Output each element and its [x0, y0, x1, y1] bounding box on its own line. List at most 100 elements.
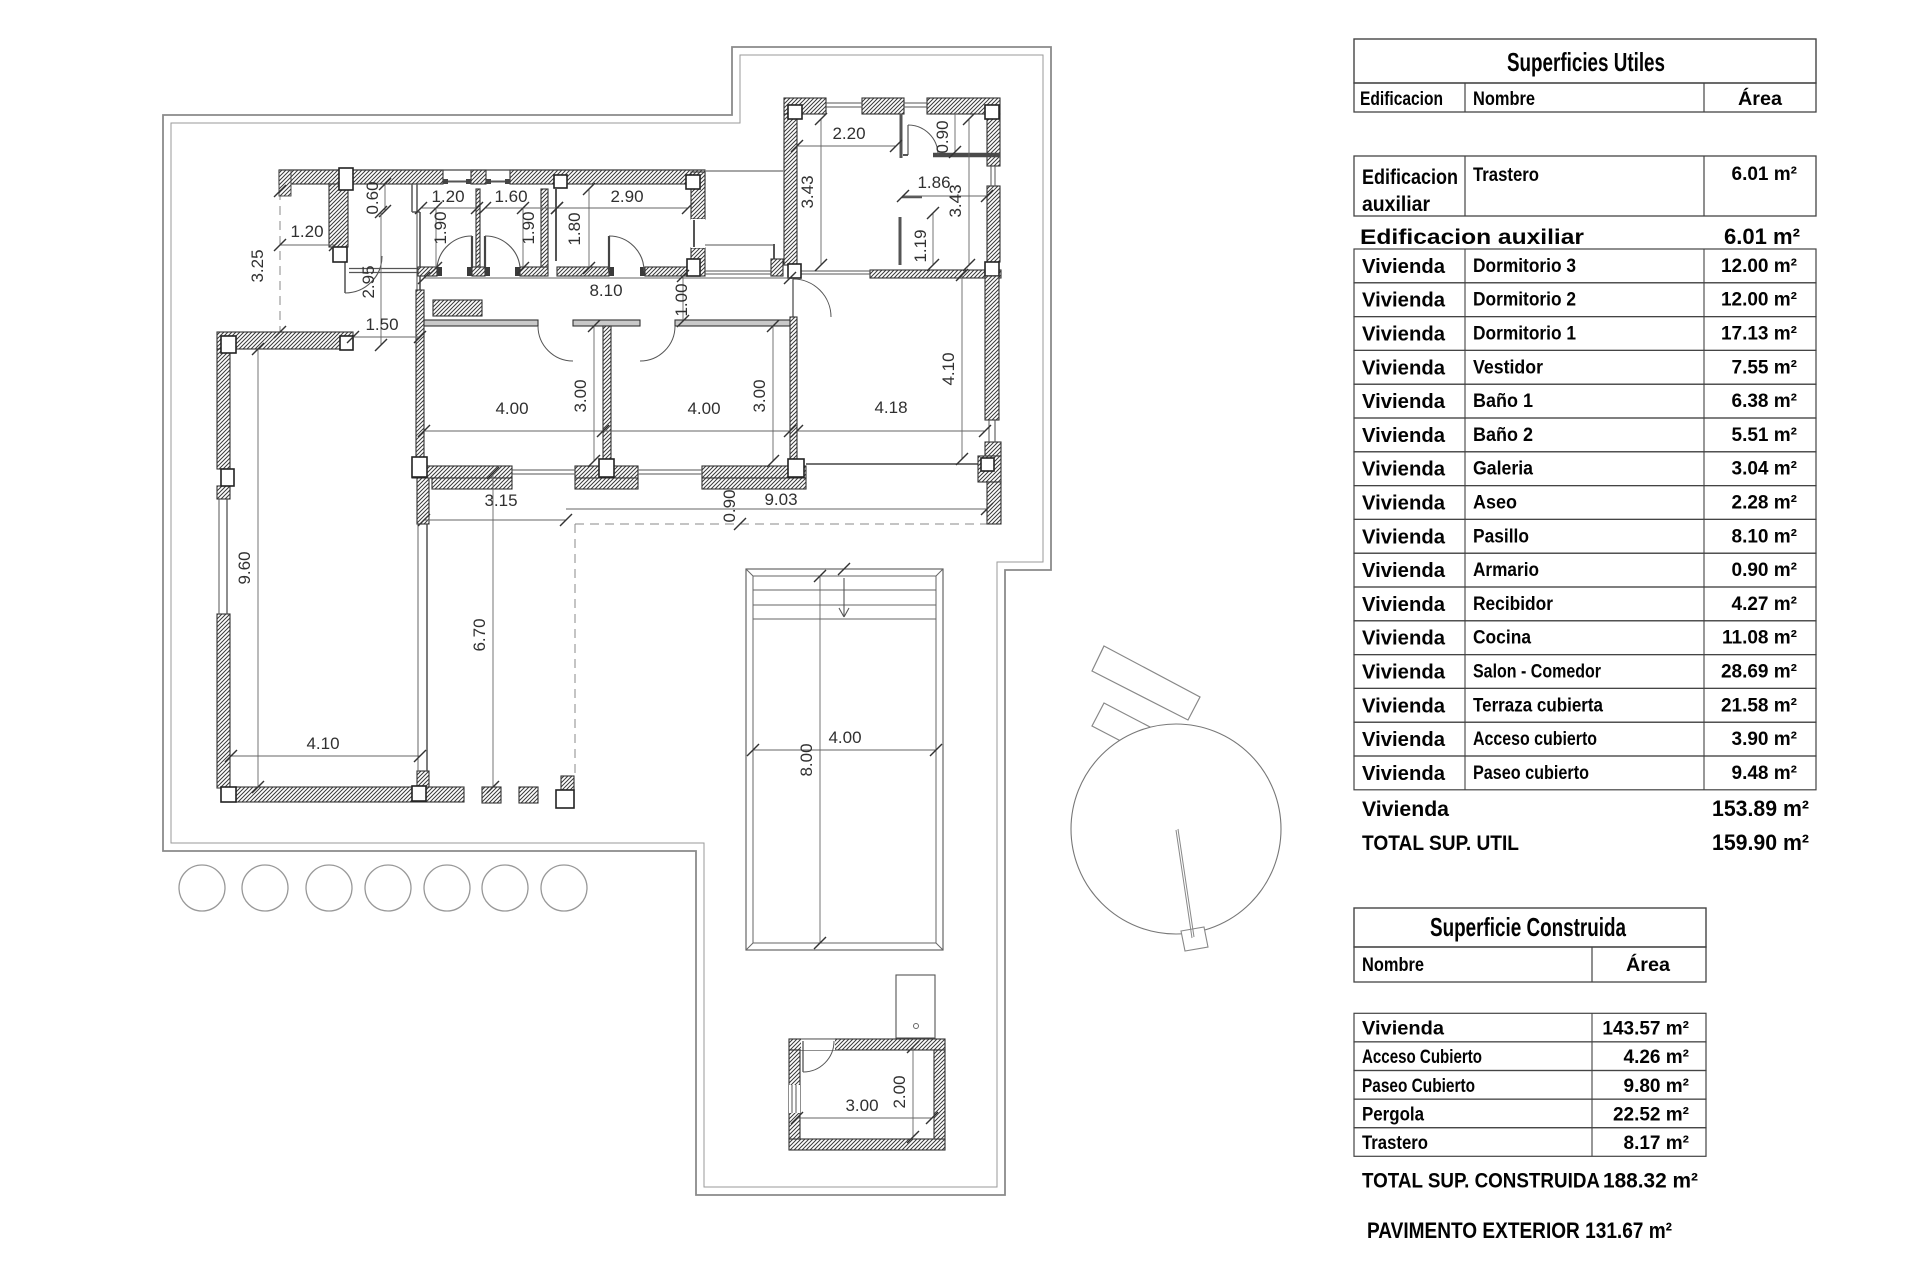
- svg-text:4.26 m²: 4.26 m²: [1624, 1047, 1689, 1068]
- svg-text:1.50: 1.50: [365, 315, 398, 334]
- svg-text:4.00: 4.00: [687, 399, 720, 418]
- svg-text:Vivienda: Vivienda: [1362, 594, 1446, 616]
- svg-text:Dormitorio 2: Dormitorio 2: [1473, 290, 1576, 311]
- svg-text:Terraza cubierta: Terraza cubierta: [1473, 695, 1603, 716]
- svg-text:5.51 m²: 5.51 m²: [1732, 425, 1797, 446]
- svg-text:8.10 m²: 8.10 m²: [1732, 526, 1797, 547]
- svg-text:0.60: 0.60: [363, 181, 382, 214]
- svg-text:28.69 m²: 28.69 m²: [1721, 662, 1797, 683]
- svg-text:1.86: 1.86: [917, 173, 950, 192]
- svg-text:159.90 m²: 159.90 m²: [1712, 830, 1809, 855]
- svg-text:Galeria: Galeria: [1473, 459, 1533, 480]
- svg-text:3.00: 3.00: [571, 379, 590, 412]
- svg-text:3.90 m²: 3.90 m²: [1732, 729, 1797, 750]
- svg-text:Nombre: Nombre: [1362, 955, 1424, 976]
- svg-text:Armario: Armario: [1473, 560, 1539, 581]
- svg-text:Vivienda: Vivienda: [1362, 526, 1446, 548]
- svg-text:Trastero: Trastero: [1473, 165, 1539, 186]
- svg-text:Vivienda: Vivienda: [1362, 798, 1449, 821]
- svg-text:0.90: 0.90: [720, 489, 739, 522]
- svg-text:153.89 m²: 153.89 m²: [1712, 796, 1809, 821]
- svg-text:Paseo Cubierto: Paseo Cubierto: [1362, 1076, 1475, 1097]
- svg-text:9.03: 9.03: [764, 490, 797, 509]
- svg-text:4.18: 4.18: [874, 398, 907, 417]
- svg-text:Vestidor: Vestidor: [1473, 357, 1544, 378]
- svg-text:Vivienda: Vivienda: [1362, 763, 1446, 785]
- svg-text:Vivienda: Vivienda: [1362, 459, 1446, 481]
- svg-text:11.08 m²: 11.08 m²: [1722, 628, 1797, 649]
- svg-text:4.00: 4.00: [495, 399, 528, 418]
- svg-text:Salon - Comedor: Salon - Comedor: [1473, 662, 1602, 683]
- svg-text:8.10: 8.10: [589, 281, 622, 300]
- svg-text:2.28 m²: 2.28 m²: [1732, 493, 1797, 514]
- svg-text:3.00: 3.00: [845, 1096, 878, 1115]
- svg-text:Edificacion auxiliar: Edificacion auxiliar: [1360, 226, 1584, 249]
- svg-text:1.00: 1.00: [672, 283, 691, 316]
- svg-text:4.10: 4.10: [306, 734, 339, 753]
- svg-text:3.25: 3.25: [248, 249, 267, 282]
- svg-text:TOTAL SUP. UTIL: TOTAL SUP. UTIL: [1362, 832, 1519, 855]
- svg-text:Vivienda: Vivienda: [1362, 256, 1446, 278]
- svg-text:Nombre: Nombre: [1473, 89, 1535, 110]
- svg-text:1.19: 1.19: [911, 229, 930, 262]
- svg-text:Vivienda: Vivienda: [1362, 662, 1446, 684]
- svg-text:Vivienda: Vivienda: [1362, 729, 1446, 751]
- svg-text:12.00 m²: 12.00 m²: [1721, 256, 1797, 277]
- svg-text:6.01 m²: 6.01 m²: [1724, 224, 1800, 249]
- svg-text:Vivienda: Vivienda: [1362, 391, 1446, 413]
- svg-text:Edificacion: Edificacion: [1360, 89, 1443, 110]
- svg-text:3.43: 3.43: [798, 175, 817, 208]
- svg-text:Vivienda: Vivienda: [1362, 560, 1446, 582]
- svg-text:Vivienda: Vivienda: [1362, 493, 1446, 515]
- svg-text:Aseo: Aseo: [1473, 493, 1517, 514]
- svg-text:4.27 m²: 4.27 m²: [1732, 594, 1797, 615]
- svg-text:Acceso Cubierto: Acceso Cubierto: [1362, 1047, 1482, 1068]
- svg-text:6.38 m²: 6.38 m²: [1732, 391, 1797, 412]
- svg-text:PAVIMENTO EXTERIOR 131.67 m²: PAVIMENTO EXTERIOR 131.67 m²: [1367, 1218, 1672, 1243]
- svg-text:auxiliar: auxiliar: [1362, 193, 1430, 216]
- svg-text:8.17 m²: 8.17 m²: [1624, 1133, 1689, 1154]
- svg-text:3.04 m²: 3.04 m²: [1732, 459, 1797, 480]
- svg-text:6.70: 6.70: [470, 618, 489, 651]
- svg-text:0.90 m²: 0.90 m²: [1732, 560, 1797, 581]
- svg-text:21.58 m²: 21.58 m²: [1721, 695, 1797, 716]
- svg-text:17.13 m²: 17.13 m²: [1721, 324, 1797, 345]
- svg-text:Superficie Construida: Superficie Construida: [1430, 912, 1626, 942]
- svg-text:6.01 m²: 6.01 m²: [1732, 164, 1797, 185]
- svg-text:Dormitorio 3: Dormitorio 3: [1473, 256, 1576, 277]
- svg-text:Trastero: Trastero: [1362, 1133, 1428, 1154]
- svg-text:Área: Área: [1738, 88, 1782, 110]
- svg-text:Vivienda: Vivienda: [1362, 324, 1446, 346]
- svg-text:Baño 1: Baño 1: [1473, 391, 1533, 412]
- svg-text:Dormitorio 1: Dormitorio 1: [1473, 324, 1576, 345]
- svg-text:1.20: 1.20: [431, 187, 464, 206]
- svg-text:1.90: 1.90: [431, 211, 450, 244]
- svg-text:Vivienda: Vivienda: [1362, 1019, 1444, 1040]
- svg-text:Pasillo: Pasillo: [1473, 526, 1529, 547]
- svg-text:2.95: 2.95: [359, 265, 378, 298]
- svg-text:22.52 m²: 22.52 m²: [1613, 1104, 1689, 1125]
- svg-text:Superficies Utiles: Superficies Utiles: [1507, 47, 1665, 77]
- svg-text:Paseo cubierto: Paseo cubierto: [1473, 763, 1589, 784]
- svg-text:Pergola: Pergola: [1362, 1104, 1424, 1125]
- svg-text:0.90: 0.90: [933, 120, 952, 153]
- svg-text:Acceso cubierto: Acceso cubierto: [1473, 729, 1597, 750]
- svg-text:Vivienda: Vivienda: [1362, 628, 1446, 650]
- svg-text:Edificacion: Edificacion: [1362, 166, 1458, 189]
- svg-text:3.43: 3.43: [946, 184, 965, 217]
- svg-text:1.60: 1.60: [494, 187, 527, 206]
- svg-text:9.48 m²: 9.48 m²: [1732, 763, 1797, 784]
- svg-text:12.00 m²: 12.00 m²: [1721, 290, 1797, 311]
- svg-text:2.20: 2.20: [832, 124, 865, 143]
- svg-text:188.32 m²: 188.32 m²: [1603, 1169, 1698, 1192]
- svg-text:1.20: 1.20: [290, 222, 323, 241]
- svg-text:9.60: 9.60: [235, 551, 254, 584]
- svg-text:Área: Área: [1626, 954, 1670, 976]
- svg-text:Vivienda: Vivienda: [1362, 425, 1446, 447]
- svg-text:8.00: 8.00: [797, 743, 816, 776]
- svg-text:1.80: 1.80: [565, 212, 584, 245]
- svg-text:9.80 m²: 9.80 m²: [1624, 1076, 1689, 1097]
- svg-text:Vivienda: Vivienda: [1362, 290, 1446, 312]
- svg-text:4.10: 4.10: [939, 352, 958, 385]
- svg-text:1.90: 1.90: [519, 211, 538, 244]
